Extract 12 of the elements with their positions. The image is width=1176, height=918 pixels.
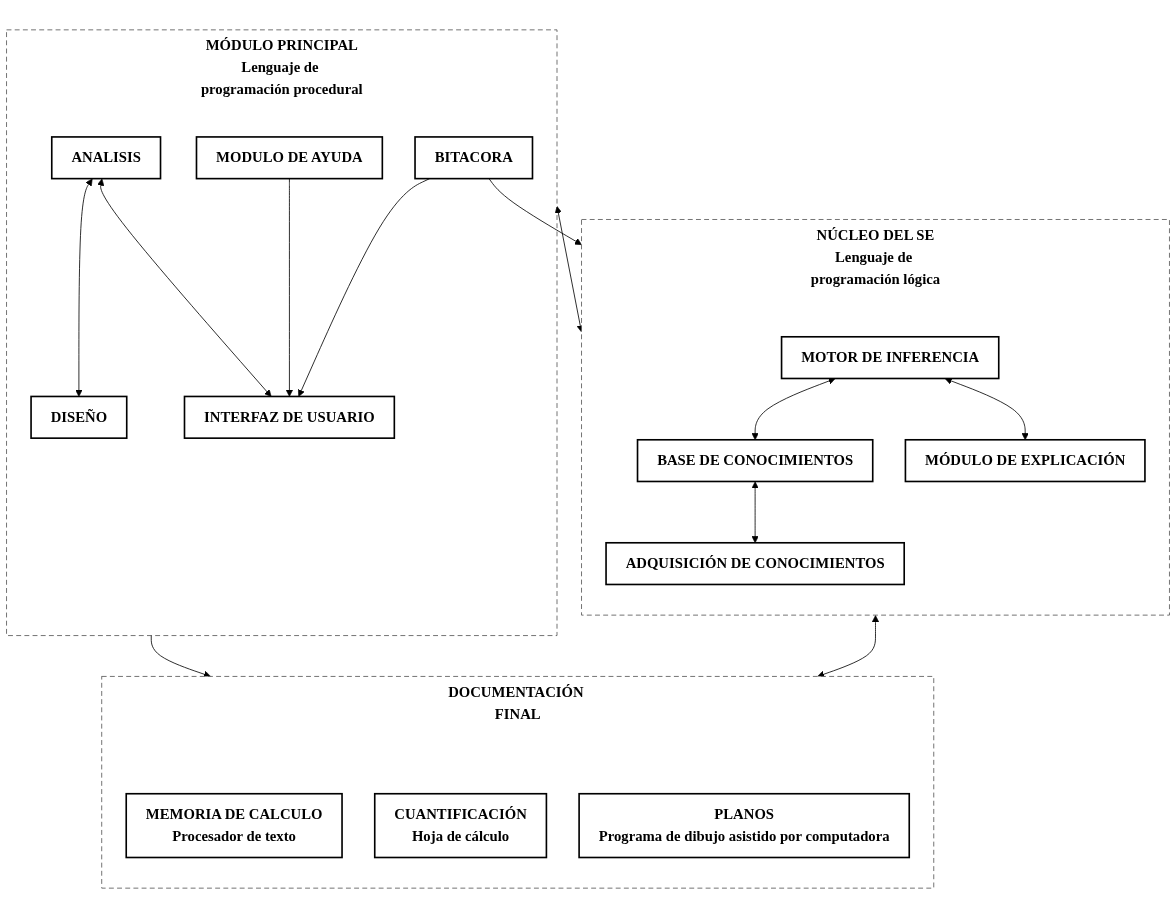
node-box: BITACORA	[414, 136, 534, 180]
node-box: INTERFAZ DE USUARIO	[183, 395, 396, 439]
node-box: BASE DE CONOCIMIENTOS	[636, 438, 874, 483]
node-box: MÓDULO DE EXPLICACIÓN	[904, 438, 1146, 483]
node-box: MEMORIA DE CALCULO Procesador de texto	[125, 792, 343, 859]
node-box: ANALISIS	[50, 136, 162, 180]
node-box: MODULO DE AYUDA	[195, 136, 384, 180]
node-box: MOTOR DE INFERENCIA	[780, 336, 1000, 380]
node-box: PLANOS Programa de dibujo asistido por computadora	[578, 792, 911, 859]
node-box: DISEÑO	[30, 395, 128, 439]
node-box: CUANTIFICACIÓN Hoja de cálculo	[373, 792, 548, 859]
node-box: ADQUISICIÓN DE CONOCIMIENTOS	[605, 541, 905, 586]
